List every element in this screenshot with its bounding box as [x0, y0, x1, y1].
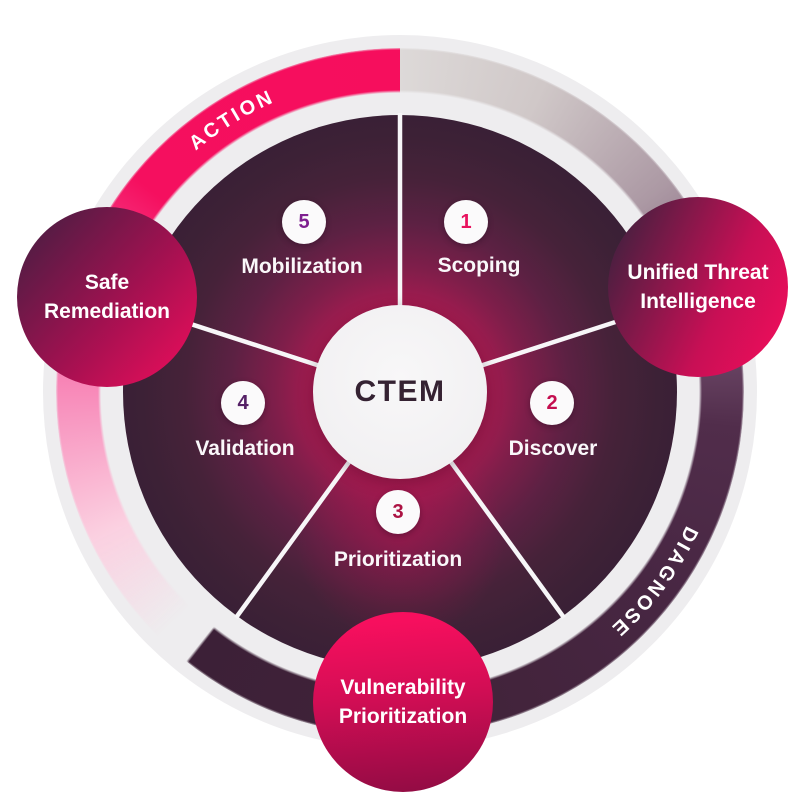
satellite-label-line: Prioritization — [338, 705, 468, 728]
stage-label-validation: Validation — [195, 437, 295, 460]
stage-label-scoping: Scoping — [437, 254, 521, 277]
satellite-safe-remediation: Safe Remediation — [17, 207, 197, 387]
stage-label-mobilization: Mobilization — [241, 255, 363, 278]
stage-badge-2: 2 — [530, 381, 574, 425]
action-arc-label: ACTION — [185, 86, 275, 155]
stage-badge-1: 1 — [444, 200, 488, 244]
stage-number-5: 5 — [298, 210, 310, 233]
center-label: CTEM — [354, 375, 446, 408]
stage-number-4: 4 — [237, 391, 249, 414]
stage-number-2: 2 — [546, 391, 558, 414]
satellite-unified-threat-intelligence: Unified Threat Intelligence — [608, 197, 788, 377]
stage-number-1: 1 — [460, 210, 472, 233]
satellite-label-line: Safe — [84, 270, 130, 294]
satellite-vulnerability-prioritization: Vulnerability Prioritization — [313, 612, 493, 792]
segment-divider — [448, 460, 566, 620]
stage-label-discover: Discover — [508, 437, 598, 460]
satellite-label-line: Remediation — [43, 300, 171, 323]
diagnose-arc-text: DIAGNOSE — [606, 523, 702, 642]
stage-badge-4: 4 — [221, 381, 265, 425]
segment-divider — [234, 460, 352, 620]
diagnose-arc-label: DIAGNOSE — [606, 523, 699, 642]
stage-number-3: 3 — [392, 500, 404, 523]
stage-badge-5: 5 — [282, 200, 326, 244]
satellite-label-line: Unified Threat — [627, 260, 769, 284]
stage-label-prioritization: Prioritization — [333, 548, 463, 571]
satellite-label-line: Intelligence — [640, 290, 756, 313]
satellite-label-line: Vulnerability — [340, 675, 466, 699]
stage-badge-3: 3 — [376, 490, 420, 534]
center-circle: CTEM — [313, 305, 487, 479]
action-arc-text: ACTION — [185, 86, 278, 155]
